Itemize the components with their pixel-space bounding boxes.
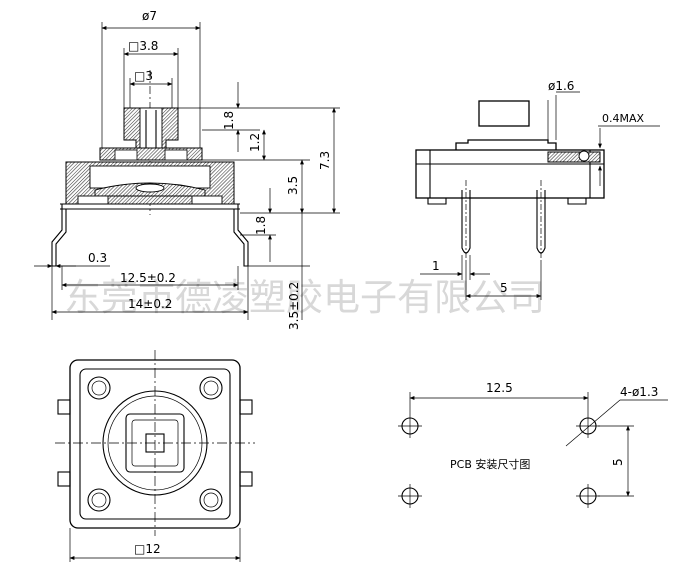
- dim-height-1-2: 1.2: [248, 133, 262, 152]
- dim-leg-thickness: 0.3: [88, 251, 107, 265]
- top-view: □12: [55, 350, 255, 562]
- dim-pin-width: 1: [432, 259, 440, 273]
- dim-diameter-7: ø7: [142, 9, 157, 23]
- pcb-layout: 12.5 4-ø1.3 5 PCB 安装尺寸图: [398, 381, 668, 508]
- dim-width-14: 14±0.2: [128, 297, 172, 311]
- dim-height-7-3: 7.3: [318, 151, 332, 170]
- pcb-hole-bottom-left: [398, 484, 422, 508]
- pcb-dim-holes: 4-ø1.3: [620, 385, 658, 399]
- dim-height-1-8-bottom: 1.8: [254, 216, 268, 235]
- dim-square-3-8: □3.8: [128, 39, 158, 53]
- front-section-view: ø7 □3.8 □3 1.8 1.2 3.5 7.3 1.: [34, 9, 340, 330]
- dim-square-3: □3: [134, 69, 153, 83]
- dim-pin-spacing: 5: [500, 281, 508, 295]
- pcb-dim-height: 5: [611, 458, 625, 466]
- side-view: ø1.6 0.4MAX 1 5: [415, 79, 660, 300]
- pcb-dim-width: 12.5: [486, 381, 513, 395]
- pcb-hole-bottom-right: [576, 484, 600, 508]
- dim-height-1-8-top: 1.8: [222, 111, 236, 130]
- dim-leg-length: 3.5±0.2: [287, 282, 301, 330]
- dim-height-3-5: 3.5: [286, 176, 300, 195]
- pcb-hole-top-left: [398, 414, 422, 438]
- dim-width-12-5: 12.5±0.2: [120, 271, 176, 285]
- dim-max-0-4: 0.4MAX: [602, 112, 645, 125]
- pcb-hole-top-right: [576, 414, 600, 438]
- dim-square-12: □12: [134, 542, 161, 556]
- pcb-layout-title: PCB 安装尺寸图: [450, 457, 530, 471]
- dim-diameter-1-6: ø1.6: [548, 79, 574, 93]
